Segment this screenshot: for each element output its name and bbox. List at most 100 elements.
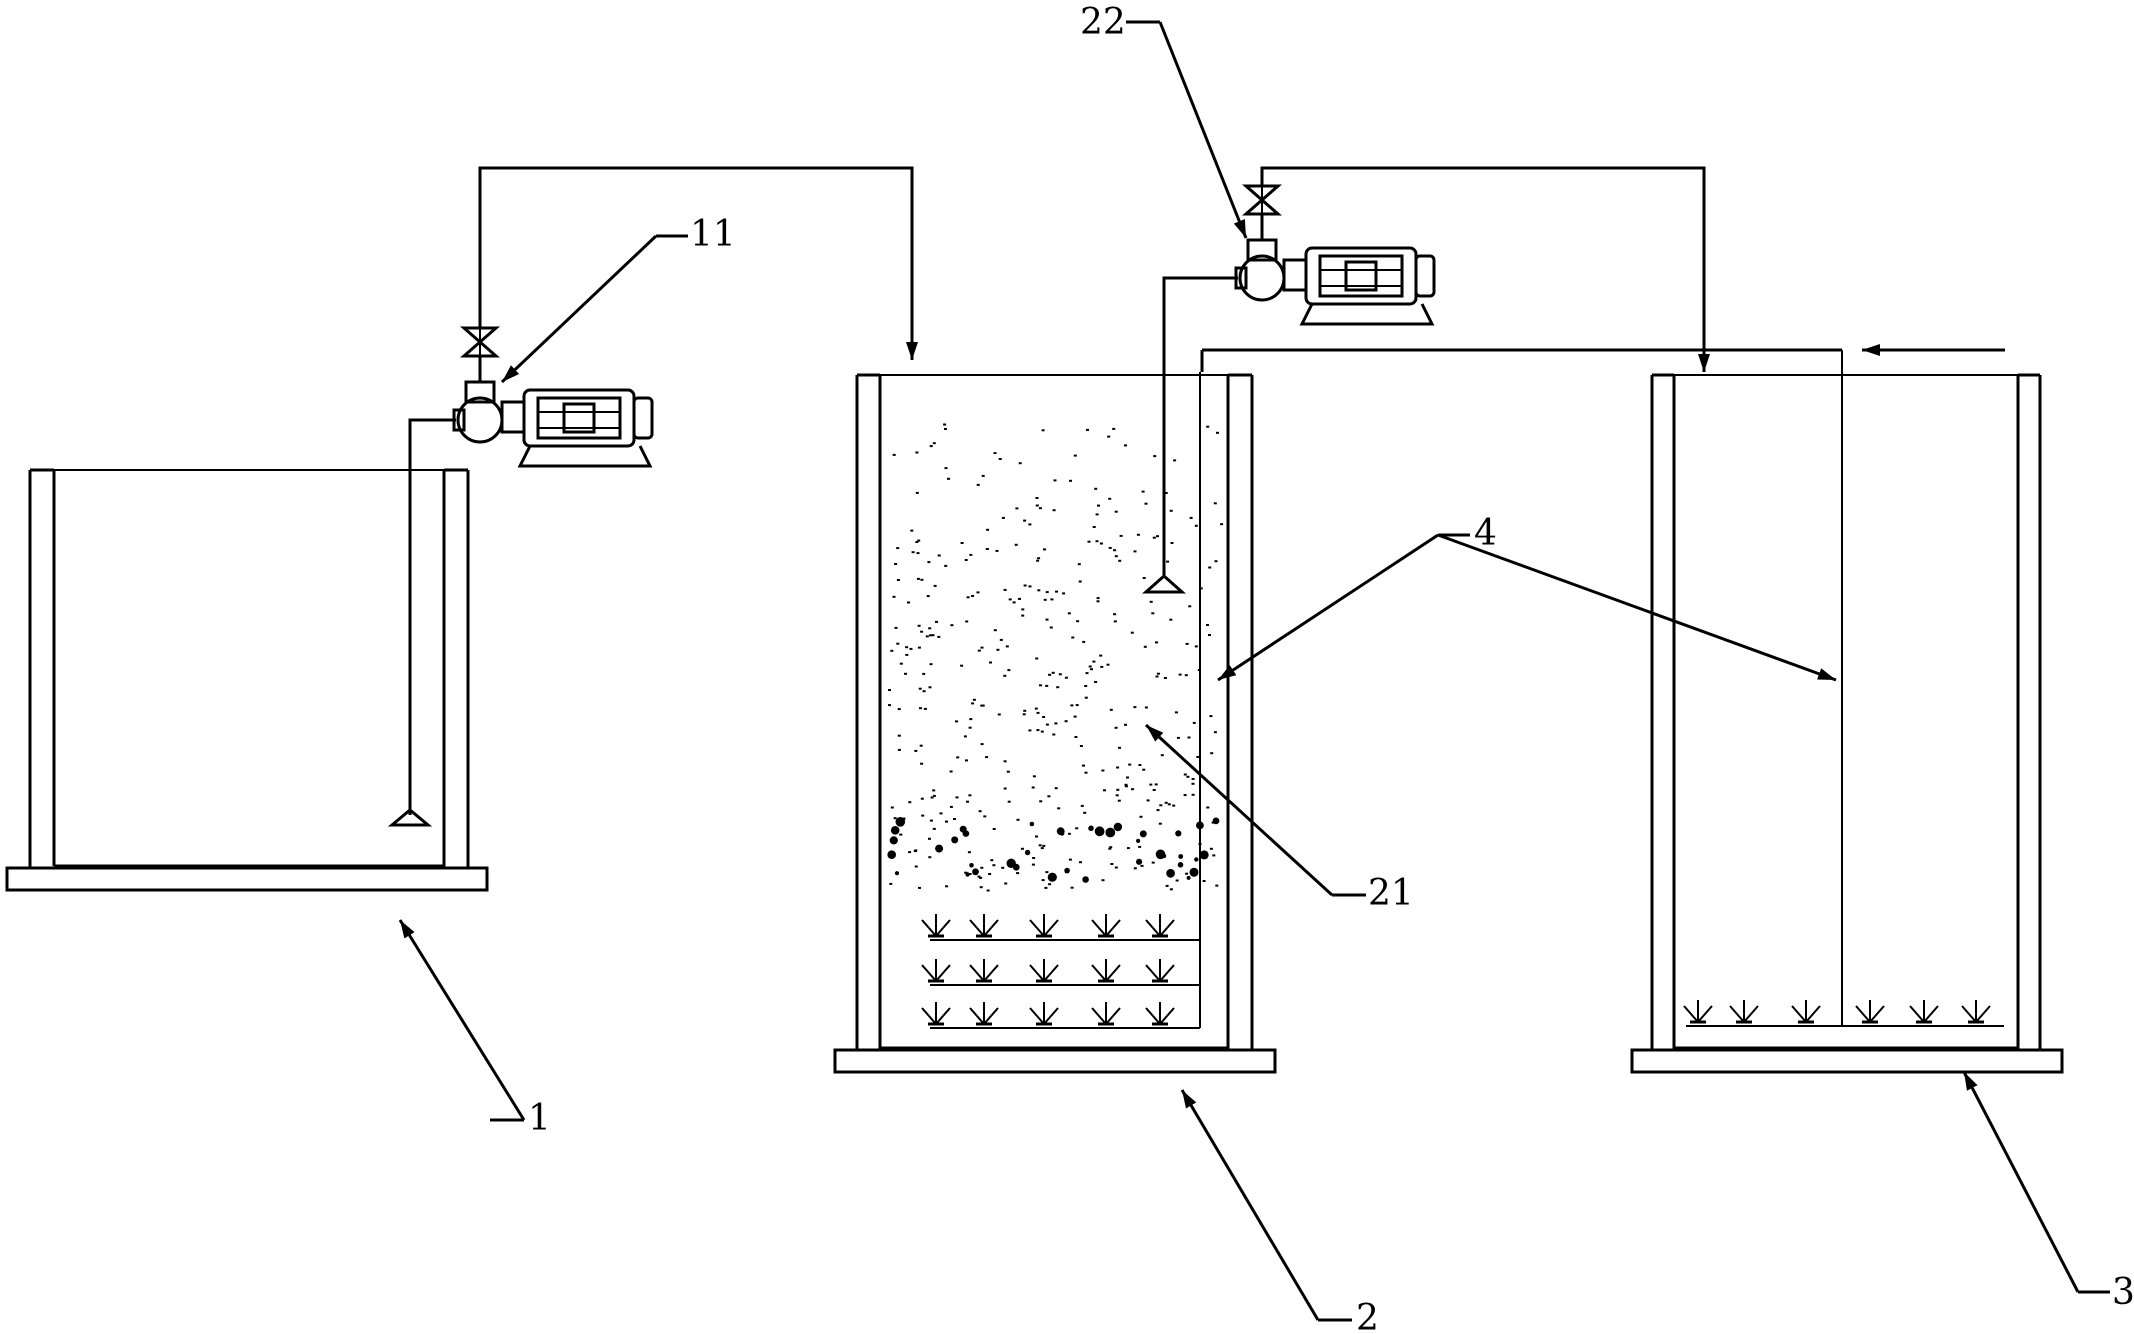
media-particle [1073, 454, 1077, 457]
media-particle [1118, 559, 1122, 562]
media-particle [1003, 674, 1007, 677]
media-particle [1086, 428, 1089, 431]
media-particle [1156, 535, 1159, 538]
media-particle [1124, 785, 1128, 788]
valve-2 [1244, 184, 1280, 216]
media-particle [1079, 745, 1083, 747]
media-particle [1054, 722, 1058, 725]
media-particle [918, 886, 921, 889]
media-particle [1047, 795, 1051, 798]
media-particle-large [965, 872, 970, 877]
media-particle [1042, 844, 1046, 847]
media-particle [908, 801, 912, 804]
media-particle [1139, 815, 1143, 818]
media-particle [927, 561, 931, 564]
media-particle [1141, 490, 1145, 493]
media-particle [1075, 827, 1079, 830]
media-particle [1045, 684, 1049, 687]
svg-text:21: 21 [1368, 873, 1414, 914]
media-particle [920, 797, 924, 800]
media-particle [944, 564, 948, 567]
media-particle [993, 452, 997, 455]
media-particle [1189, 516, 1193, 519]
media-particle [1051, 671, 1055, 674]
diffuser-nozzle [1144, 912, 1176, 938]
media-particle [1031, 786, 1035, 789]
media-particle [930, 796, 934, 799]
media-particle [955, 796, 959, 799]
media-particle [1165, 884, 1169, 887]
media-particle-large [1175, 830, 1182, 837]
media-particle [1213, 502, 1217, 505]
media-particle [977, 875, 981, 878]
media-particle [1085, 672, 1089, 675]
media-particle [1113, 613, 1117, 616]
media-particle [1092, 660, 1096, 663]
media-particle [1039, 800, 1043, 803]
label-media-21: 21 [1144, 723, 1414, 914]
media-particle [1020, 847, 1024, 850]
media-particle [1095, 540, 1099, 543]
media-particle [944, 428, 947, 430]
media-particle [917, 646, 921, 649]
diffusers-tank-2 [920, 912, 1176, 1026]
media-particle [1143, 645, 1147, 648]
label-tank-2: 2 [1180, 1089, 1379, 1334]
media-particle [1116, 766, 1120, 769]
media-particle [1095, 513, 1099, 516]
media-particle [1057, 807, 1061, 810]
media-particle [1156, 672, 1160, 675]
media-particle [1126, 776, 1129, 779]
media-particle [1163, 677, 1167, 679]
diffuser-nozzle [920, 957, 952, 983]
media-particle [896, 579, 900, 581]
media-particle [1117, 799, 1121, 802]
media-particle-large [1088, 825, 1094, 832]
media-particle [889, 882, 893, 885]
media-particle [976, 483, 980, 486]
media-particle [915, 491, 919, 494]
media-particle-large [1189, 867, 1199, 877]
media-particle [892, 453, 896, 456]
media-particle-large [889, 836, 898, 845]
media-particle [1184, 674, 1188, 677]
media-particle [1191, 782, 1195, 785]
media-particle-large [1166, 868, 1175, 878]
media-particle [1055, 590, 1058, 593]
media-particle [918, 687, 922, 690]
media-particle [1094, 487, 1098, 490]
media-particle [932, 789, 936, 792]
media-particle [1183, 773, 1187, 776]
media-particle [1044, 886, 1048, 889]
media-particle [888, 704, 891, 707]
media-particle [919, 707, 922, 710]
media-particle [1074, 736, 1078, 738]
discharge-pipe-1 [478, 166, 918, 382]
media-particle [1212, 854, 1216, 857]
media-particle [1003, 588, 1007, 591]
media-particle [1028, 523, 1032, 526]
media-particle [1170, 542, 1174, 544]
media-particle [1116, 788, 1120, 791]
media-particle-large [894, 871, 900, 876]
media-particle [1077, 563, 1081, 566]
media-particle [1007, 669, 1011, 672]
media-particle [992, 864, 996, 867]
media-particle [1003, 760, 1007, 763]
media-particle [1001, 516, 1005, 519]
media-particle [980, 646, 984, 649]
diffuser-nozzle [920, 1000, 952, 1026]
diffusers-tank-3 [1682, 998, 1992, 1024]
media-particle [1058, 673, 1062, 676]
media-particle [1142, 577, 1146, 579]
media-particle [1082, 640, 1086, 643]
media-particle [1144, 502, 1148, 505]
media-particle [1140, 864, 1144, 867]
media-particle [1106, 663, 1110, 666]
media-particle [1040, 730, 1044, 733]
media-particle [968, 794, 972, 797]
media-particle [1082, 764, 1085, 767]
media-particle [923, 707, 927, 710]
media-particle [986, 889, 990, 892]
media-particle [1114, 555, 1118, 558]
